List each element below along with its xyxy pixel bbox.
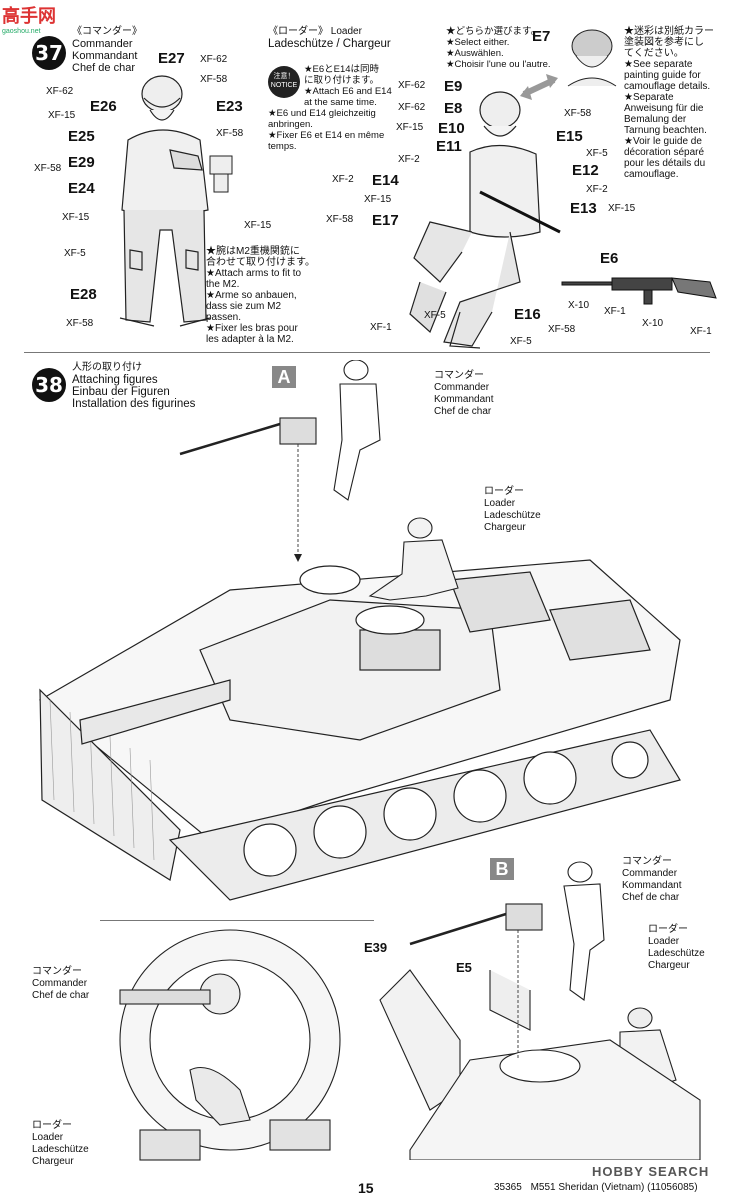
color-code: XF-62: [200, 54, 228, 65]
color-code: XF-58: [326, 214, 354, 225]
part-label: E39: [364, 940, 388, 955]
part-label: E9: [444, 78, 463, 95]
page-number: 15: [358, 1180, 374, 1196]
color-code: XF-1: [690, 326, 712, 337]
part-label: E5: [456, 960, 472, 975]
footer-code: 35365 M551 Sheridan (Vietnam) (11056085): [494, 1182, 698, 1193]
part-label: E27: [158, 50, 185, 67]
color-code: XF-62: [46, 86, 74, 97]
part-label: E6: [600, 250, 619, 267]
color-code: XF-62: [398, 102, 426, 113]
color-code: XF-15: [62, 212, 90, 223]
part-label: E24: [68, 180, 95, 197]
color-code: X-10: [642, 318, 664, 329]
color-code: XF-5: [586, 148, 608, 159]
color-code: XF-15: [396, 122, 424, 133]
color-code: XF-15: [48, 110, 76, 121]
color-code: XF-58: [548, 324, 576, 335]
part-label: E7: [532, 28, 551, 45]
part-label: E13: [570, 200, 597, 217]
section-divider: [100, 920, 374, 921]
color-code: XF-15: [364, 194, 392, 205]
color-code: XF-2: [586, 184, 608, 195]
part-label: E16: [514, 306, 541, 323]
part-label: E10: [438, 120, 465, 137]
color-code: XF-2: [398, 154, 420, 165]
select-note: ★どちらか選びます。★Select either. ★Auswählen.★Ch…: [446, 26, 551, 70]
step-38-title: 人形の取り付け Attaching figures Einbau der Fig…: [72, 362, 196, 410]
head-insert: [567, 29, 617, 87]
site-logo-url: gaoshou.net: [2, 28, 41, 35]
tank-illustration: [38, 360, 681, 901]
variant-a-tag: A: [272, 366, 296, 388]
color-code: XF-1: [370, 322, 392, 333]
color-code: XF-58: [216, 128, 244, 139]
site-logo: 高手网 gaoshou.net: [2, 2, 72, 35]
loader-caption: 《ローダー》 Loader Ladeschütze / Chargeur: [268, 26, 391, 50]
turret-top-illustration: [119, 929, 341, 1161]
site-logo-text: 高手网: [2, 6, 56, 26]
color-code: XF-5: [510, 336, 532, 347]
part-label: E23: [216, 98, 243, 115]
part-label: E28: [70, 286, 97, 303]
color-code: XF-58: [66, 318, 94, 329]
arms-note: ★腕はM2重機関銃に合わせて取り付けます。 ★Attach arms to fi…: [206, 246, 315, 345]
camo-note: ★迷彩は別紙カラー塗装図を参考にし てください。★See separate pa…: [624, 26, 714, 180]
part-label: E14: [372, 172, 399, 189]
color-code: XF-58: [564, 108, 592, 119]
select-arrow-icon: [520, 74, 558, 100]
loader-figure: [409, 91, 561, 349]
variant-b-tag: B: [490, 858, 514, 880]
step-37-badge: 37: [32, 36, 66, 70]
part-label: E8: [444, 100, 463, 117]
color-code: XF-58: [34, 163, 62, 174]
color-code: XF-5: [64, 248, 86, 259]
color-code: XF-15: [608, 203, 636, 214]
color-code: XF-1: [604, 306, 626, 317]
color-code: XF-5: [424, 310, 446, 321]
part-label: E26: [90, 98, 117, 115]
color-code: XF-62: [398, 80, 426, 91]
part-label: E12: [572, 162, 599, 179]
color-code: X-10: [568, 300, 590, 311]
hobbysearch-watermark: HOBBY SEARCH: [592, 1164, 710, 1179]
part-label: E25: [68, 128, 95, 145]
commander-caption: 《コマンダー》 Commander Kommandant Chef de cha…: [72, 26, 142, 74]
notice-badge: 注意！ NOTICE: [268, 66, 300, 98]
commander-figure: [119, 75, 211, 327]
color-code: XF-58: [200, 74, 228, 85]
section-divider: [24, 352, 710, 353]
color-code: XF-2: [332, 174, 354, 185]
part-label: E17: [372, 212, 399, 229]
part-label: E29: [68, 154, 95, 171]
mg-stub: [209, 155, 233, 193]
rifle-drawing: [561, 277, 717, 305]
step-38-badge: 38: [32, 368, 66, 402]
part-label: E11: [436, 138, 462, 155]
detail-b-illustration: [379, 861, 701, 1160]
part-label: E15: [556, 128, 583, 145]
color-code: XF-15: [244, 220, 272, 231]
